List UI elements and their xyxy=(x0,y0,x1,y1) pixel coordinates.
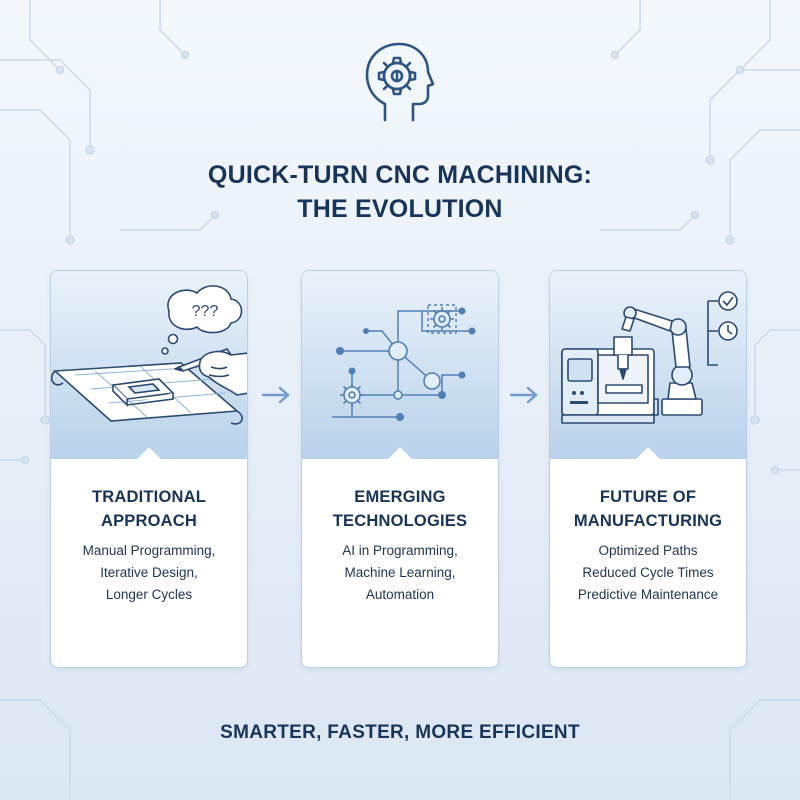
card-line: Machine Learning, xyxy=(344,565,456,580)
card-description: Manual Programming, Iterative Design, Lo… xyxy=(51,540,247,606)
card-line: Reduced Cycle Times xyxy=(582,565,714,580)
page-title-line1: QUICK-TURN CNC MACHINING: xyxy=(207,161,593,189)
thought-bubble-text: ??? xyxy=(192,303,219,320)
cnc-machine-robot-arm-icon xyxy=(561,291,738,424)
circuit-network-gears-icon xyxy=(332,304,476,421)
card-image xyxy=(550,271,746,473)
card-title: EMERGING TECHNOLOGIES xyxy=(302,485,498,533)
card-traditional-approach: ??? xyxy=(50,270,248,668)
card-line: Longer Cycles xyxy=(105,587,193,602)
head-gear-icon xyxy=(355,38,445,128)
card-title-line2: MANUFACTURING xyxy=(573,512,723,530)
card-image xyxy=(302,271,498,473)
card-line: Predictive Maintenance xyxy=(577,587,719,602)
page-title: QUICK-TURN CNC MACHINING: THE EVOLUTION xyxy=(0,158,800,226)
card-title-line1: EMERGING xyxy=(354,488,446,506)
card-description: Optimized Paths Reduced Cycle Times Pred… xyxy=(550,540,746,606)
card-title: TRADITIONAL APPROACH xyxy=(51,485,247,533)
card-future-of-manufacturing: FUTURE OF MANUFACTURING Optimized Paths … xyxy=(549,270,747,668)
arrow-right-icon xyxy=(509,386,538,404)
card-line: Manual Programming, xyxy=(82,543,216,558)
card-title-line2: APPROACH xyxy=(100,512,198,530)
card-title-line1: TRADITIONAL xyxy=(91,488,207,506)
card-title: FUTURE OF MANUFACTURING xyxy=(550,485,746,533)
card-emerging-technologies: EMERGING TECHNOLOGIES AI in Programming,… xyxy=(301,270,499,668)
page-title-line2: THE EVOLUTION xyxy=(297,195,503,223)
arrow-right-icon xyxy=(261,386,290,404)
card-title-line2: TECHNOLOGIES xyxy=(332,512,468,530)
hand-drawing-blueprint-icon: ??? xyxy=(51,285,247,425)
tagline: SMARTER, FASTER, MORE EFFICIENT xyxy=(220,722,580,743)
card-image: ??? xyxy=(51,271,247,473)
card-description: AI in Programming, Machine Learning, Aut… xyxy=(302,540,498,606)
card-line: Automation xyxy=(365,587,435,602)
card-title-line1: FUTURE OF xyxy=(599,488,697,506)
card-line: Iterative Design, xyxy=(100,565,198,580)
card-line: Optimized Paths xyxy=(598,543,698,558)
card-line: AI in Programming, xyxy=(342,543,458,558)
